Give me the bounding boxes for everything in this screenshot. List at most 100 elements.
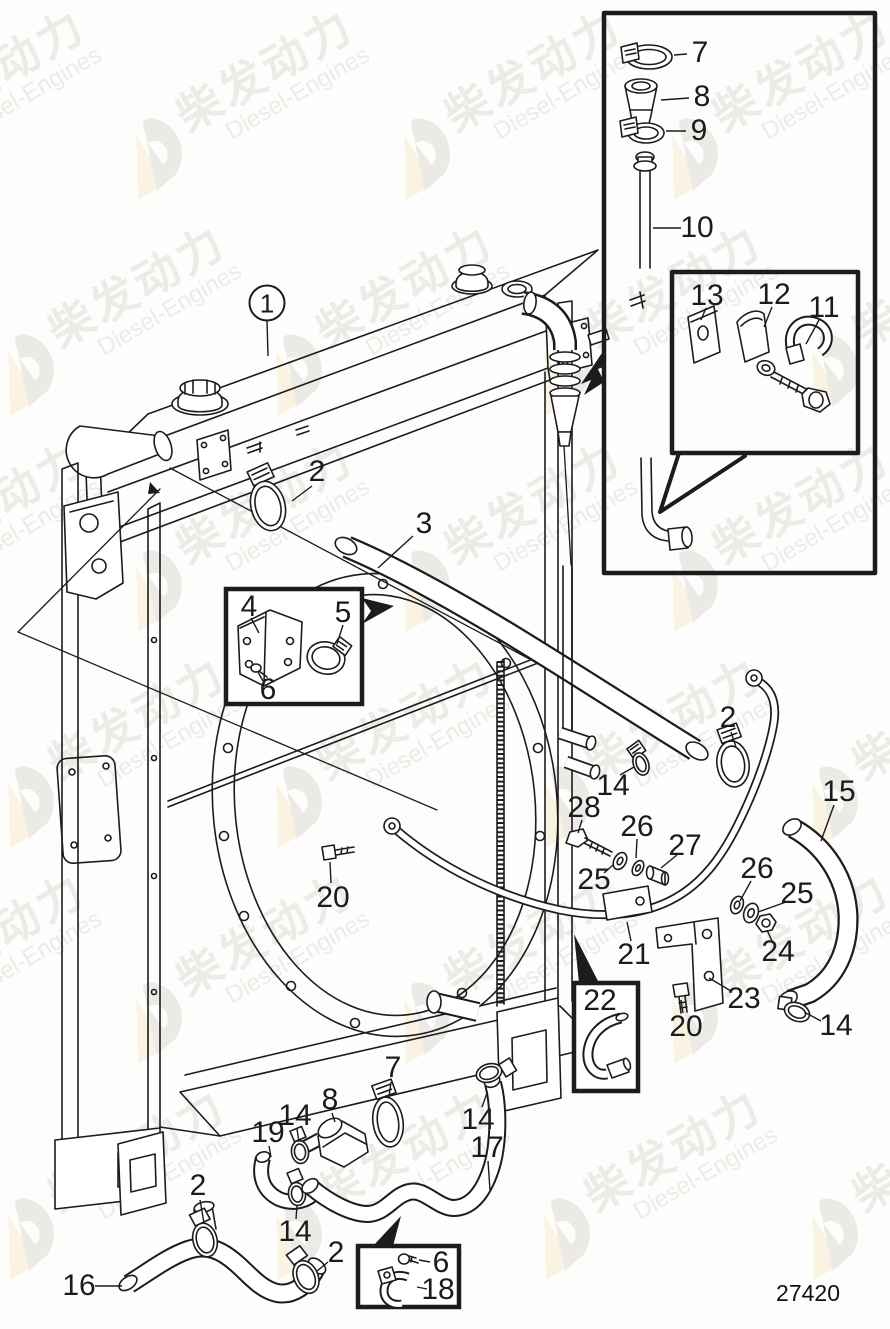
callout-14: 14 [819, 1009, 853, 1042]
inset-box-bracket-parts [223, 586, 394, 707]
inset-box-overflow-parts [581, 10, 878, 576]
callout-1: 1 [248, 284, 286, 322]
callout-19: 19 [251, 1116, 285, 1149]
leader-line-15 [820, 804, 835, 842]
inset-clamp-5 [306, 635, 353, 675]
leader-line-11 [805, 319, 820, 345]
callout-8: 8 [693, 80, 711, 113]
callout-2: 2 [189, 1169, 207, 1202]
leader-line-14 [805, 1012, 822, 1022]
leader-line-2 [199, 1199, 205, 1224]
leader-line-2 [730, 731, 737, 748]
callout-12: 12 [757, 278, 791, 311]
callout-17: 17 [470, 1131, 504, 1164]
leader-line-14 [481, 1092, 488, 1108]
inset-pointer-arrow [581, 350, 606, 395]
callout-20: 20 [316, 881, 350, 914]
inset-clamp-7 [620, 42, 673, 70]
leader-line-5 [336, 624, 344, 645]
leader-line-1 [266, 319, 269, 357]
radiator-top-tank [65, 249, 646, 547]
leader-line-14 [295, 1205, 298, 1220]
bolt-20-center [321, 844, 355, 861]
hose-clamp-2-top [246, 462, 287, 532]
callout-4: 4 [240, 590, 258, 623]
callout-21: 21 [617, 938, 651, 971]
leader-line-6 [257, 671, 264, 682]
callout-2: 2 [719, 701, 737, 734]
inset-tube-10 [633, 151, 693, 551]
mounting-bracket-23 [655, 917, 724, 1012]
callout-28: 28 [567, 791, 601, 824]
leader-line-7 [388, 1081, 392, 1098]
hose-clamp-2-bottom-left [188, 1207, 219, 1258]
callout-7: 7 [384, 1051, 402, 1084]
upper-radiator-hose-3 [334, 536, 709, 761]
outlet-stubs [557, 726, 650, 780]
callout-18: 18 [421, 1273, 455, 1306]
radiator-bottom-frame [117, 987, 601, 1234]
drawing-number: 27420 [776, 1280, 840, 1306]
leader-line-25 [603, 864, 614, 874]
filler-elbow [520, 291, 581, 738]
tube-clip-plate [602, 885, 653, 921]
callout-25: 25 [577, 863, 611, 896]
leader-line-21 [626, 921, 632, 942]
leader-line-19 [268, 1145, 272, 1158]
callout-13: 13 [690, 279, 724, 312]
inset-clamp-9 [619, 116, 665, 144]
leader-line-20 [329, 861, 332, 884]
callout-14: 14 [596, 769, 630, 802]
leader-line-20 [680, 999, 684, 1014]
inset-box-clip-parts [355, 1216, 462, 1310]
callout-leader-lines [95, 53, 835, 1290]
inset-box-clamp-parts [658, 269, 861, 514]
callout-25: 25 [780, 877, 814, 910]
hose-clamp-14 [626, 739, 650, 776]
callout-2: 2 [327, 1236, 345, 1269]
leader-line-17 [487, 1160, 491, 1191]
hose-clamp-7 [371, 1078, 405, 1148]
leader-line-26 [635, 838, 638, 859]
leader-line-14 [619, 766, 635, 776]
callout-6: 6 [432, 1246, 450, 1279]
inset-box-hose-22 [571, 934, 641, 1094]
callout-11: 11 [808, 291, 840, 324]
leader-line-12 [763, 306, 773, 328]
bolt-20-lower [672, 982, 690, 1014]
callout-6: 6 [259, 673, 277, 706]
callout-22: 22 [583, 984, 617, 1017]
hose-clamp-2-bottom-right [285, 1245, 320, 1295]
callout-15: 15 [822, 775, 856, 808]
leader-line-25 [757, 901, 787, 913]
leader-line-13 [700, 307, 707, 321]
callout-16: 16 [62, 1269, 96, 1302]
leader-line-2 [291, 485, 313, 502]
hose-clamp-2-right [716, 722, 750, 788]
callout-8: 8 [321, 1083, 339, 1116]
lower-hoses [118, 1057, 518, 1304]
leader-line-18 [416, 1286, 428, 1290]
leader-line-26 [739, 880, 752, 902]
callout-5: 5 [334, 596, 352, 629]
leader-line-8 [331, 1112, 336, 1123]
callout-14: 14 [278, 1099, 312, 1132]
bracket-hardware [565, 828, 777, 933]
leader-line-3 [377, 535, 414, 569]
callout-27: 27 [668, 829, 702, 862]
leader-line-14 [296, 1128, 300, 1143]
leader-line-23 [708, 977, 732, 992]
magnifier-view-lines [17, 488, 438, 811]
callout-26: 26 [620, 810, 654, 843]
leader-line-8 [660, 97, 690, 101]
leader-line-4 [250, 617, 260, 634]
leader-line-2 [316, 1261, 329, 1272]
leader-line-24 [766, 929, 773, 942]
callout-14: 14 [278, 1215, 312, 1248]
leader-line-28 [577, 819, 583, 834]
leader-line-6 [418, 1259, 431, 1263]
callout-23: 23 [727, 982, 761, 1015]
